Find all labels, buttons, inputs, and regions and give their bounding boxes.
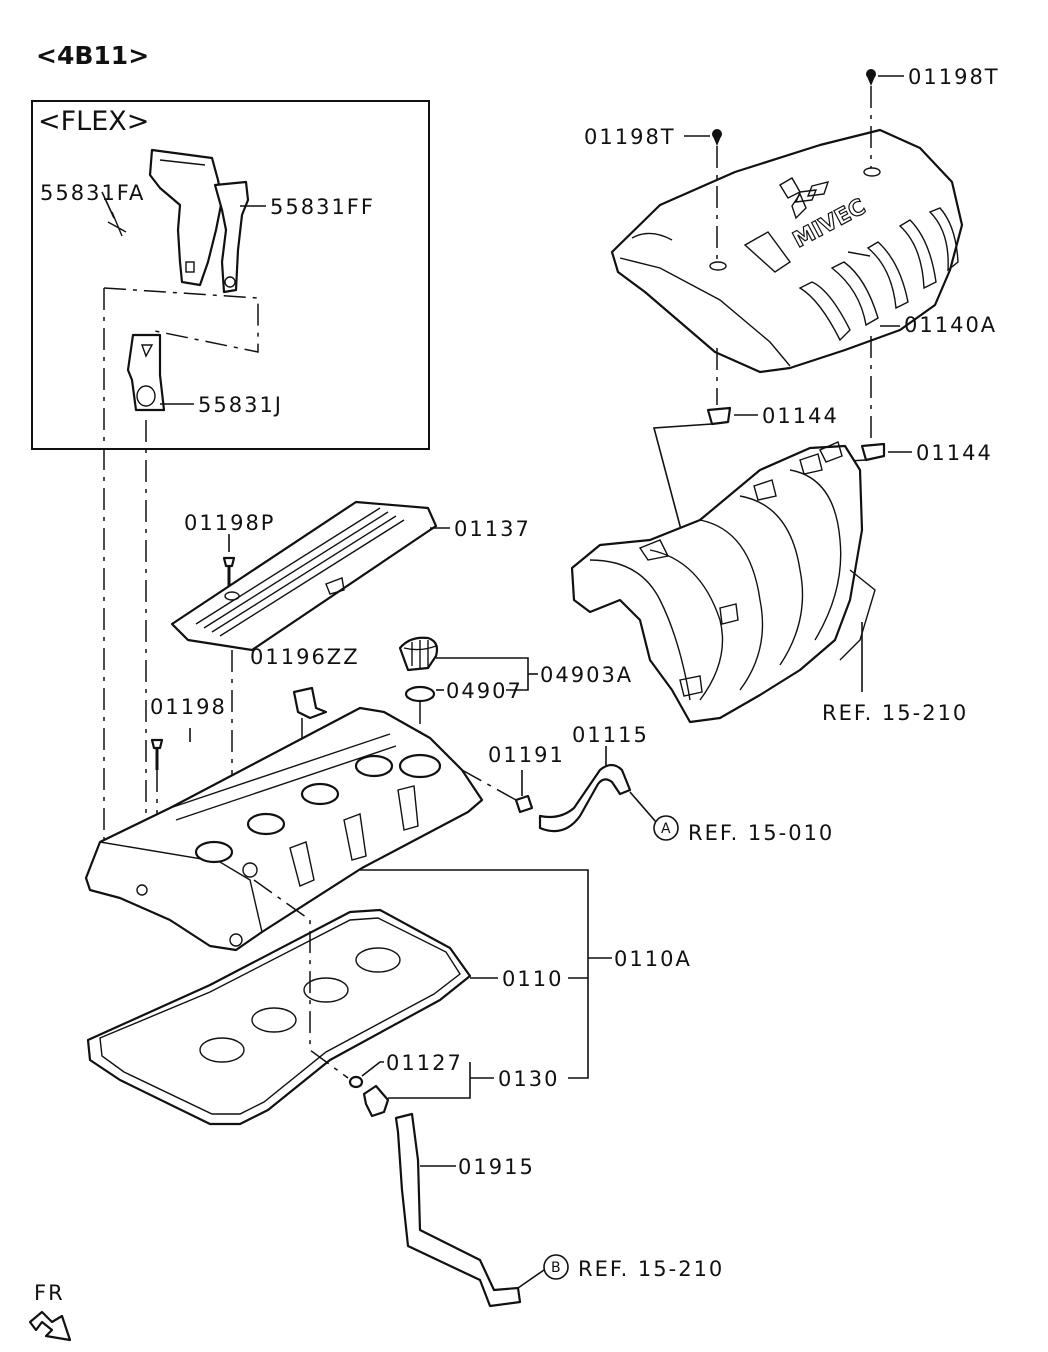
mitsubishi-logo-icon xyxy=(779,177,830,220)
label-01915: 01915 xyxy=(458,1155,535,1179)
flex-inset-title: <FLEX> xyxy=(38,106,149,137)
label-01140a: 01140A xyxy=(904,313,997,337)
front-arrow-icon xyxy=(28,1310,72,1342)
bracket-55831fa xyxy=(148,148,224,287)
engine-cover-01140a: MIVEC xyxy=(610,128,964,374)
label-0110: 0110 xyxy=(502,967,563,991)
label-04903a: 04903A xyxy=(540,663,633,687)
circle-marker-a xyxy=(653,815,679,841)
label-04907: 04907 xyxy=(446,679,523,703)
ref-15-010: REF. 15-010 xyxy=(688,821,834,845)
circle-marker-b xyxy=(543,1254,569,1280)
clip-01191 xyxy=(514,794,534,814)
grommet-01144-right xyxy=(860,442,886,462)
label-01191: 01191 xyxy=(488,743,565,767)
pcv-valve-0130 xyxy=(362,1084,390,1118)
label-0130: 0130 xyxy=(498,1067,559,1091)
label-01198t-left: 01198T xyxy=(584,125,676,149)
label-01198p: 01198P xyxy=(184,511,275,535)
o-ring-01127 xyxy=(348,1075,364,1089)
label-01115: 01115 xyxy=(572,723,649,747)
hose-01915 xyxy=(394,1112,522,1308)
bolt-01198t-left xyxy=(712,129,722,146)
hose-01115 xyxy=(538,763,632,833)
bracket-55831j xyxy=(126,333,166,412)
label-55831ff: 55831FF xyxy=(270,195,375,219)
ref-15-210-hose: REF. 15-210 xyxy=(578,1257,724,1281)
label-01196zz: 01196ZZ xyxy=(250,645,360,669)
bracket-55831ff xyxy=(213,180,250,294)
clip-01196zz xyxy=(292,686,328,720)
label-01137: 01137 xyxy=(454,517,531,541)
label-01144-right: 01144 xyxy=(916,441,993,465)
bolt-01198 xyxy=(150,738,164,770)
bolt-01198t-right xyxy=(866,69,876,86)
gasket-04907 xyxy=(404,685,436,703)
label-55831j: 55831J xyxy=(198,393,283,417)
label-0110a: 0110A xyxy=(614,947,692,971)
circle-marker-a-label: A xyxy=(661,821,671,837)
intake-manifold xyxy=(570,441,876,724)
cover-plate-01137 xyxy=(170,500,438,652)
flex-inset: <FLEX> 55831FA 55831FF 55831J xyxy=(31,100,430,450)
label-55831fa: 55831FA xyxy=(40,181,145,205)
ref-15-210-manifold: REF. 15-210 xyxy=(822,701,968,725)
label-01198: 01198 xyxy=(150,695,227,719)
direction-label: FR xyxy=(34,1281,65,1305)
label-01127: 01127 xyxy=(386,1051,463,1075)
gasket-0110 xyxy=(86,908,472,1126)
label-01198t-right: 01198T xyxy=(908,65,1000,89)
label-01144-left: 01144 xyxy=(762,404,839,428)
circle-marker-b-label: B xyxy=(551,1260,561,1276)
bolt-01198p xyxy=(222,556,236,586)
grommet-01144-left xyxy=(706,406,732,426)
diagram-title: <4B11> xyxy=(36,41,149,70)
oil-filler-cap-04903a xyxy=(398,636,439,703)
valve-cover xyxy=(84,706,484,952)
